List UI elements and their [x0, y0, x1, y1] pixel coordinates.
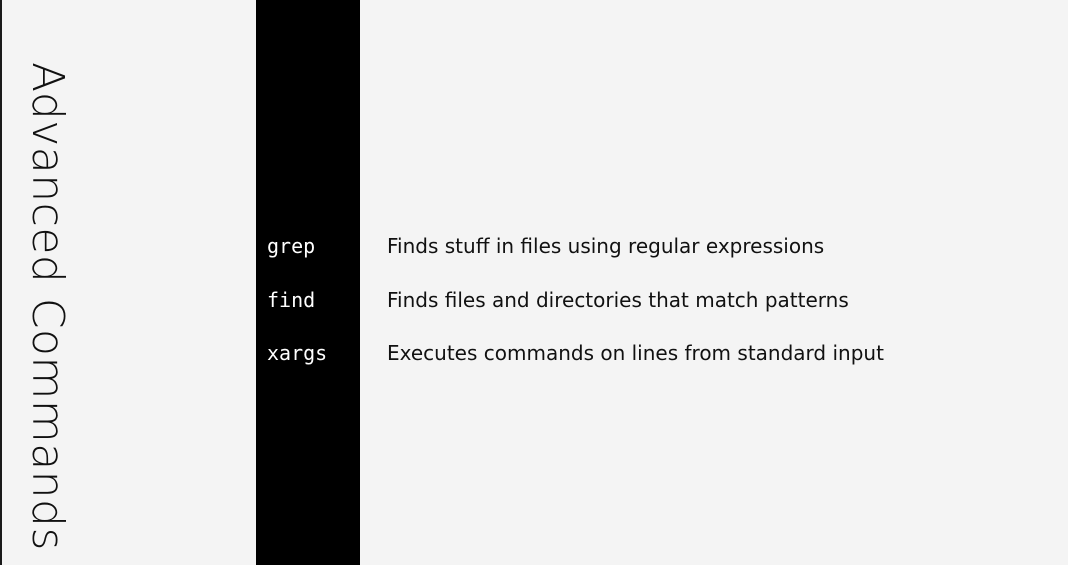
command-description-find: Finds files and directories that match p… — [387, 288, 849, 312]
title-panel: Advanced Commands — [2, 0, 256, 565]
command-column: grep find xargs — [256, 0, 360, 565]
description-column: Finds stuff in files using regular expre… — [360, 0, 1068, 565]
left-edge-divider — [0, 0, 2, 565]
command-name-xargs: xargs — [267, 341, 328, 365]
command-name-find: find — [267, 288, 316, 312]
slide-title: Advanced Commands — [22, 62, 73, 551]
command-description-xargs: Executes commands on lines from standard… — [387, 341, 884, 365]
command-description-grep: Finds stuff in files using regular expre… — [387, 234, 825, 258]
command-name-grep: grep — [267, 234, 316, 258]
